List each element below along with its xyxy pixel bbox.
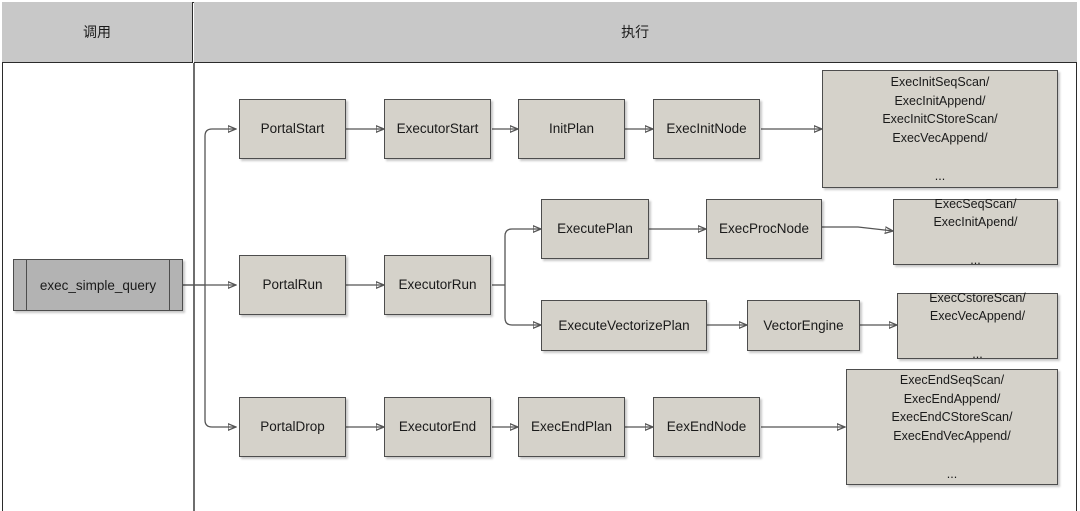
- node-exec-seqscan-variants[interactable]: ExecSeqScan/ ExecInitApend/ ...: [893, 197, 1058, 267]
- node-exec-end-variants[interactable]: ExecEndSeqScan/ ExecEndAppend/ ExecEndCS…: [846, 369, 1058, 485]
- node-eexendnode[interactable]: EexEndNode: [653, 397, 760, 457]
- node-executorrun[interactable]: ExecutorRun: [384, 255, 491, 315]
- lane-divider: [193, 63, 195, 511]
- node-executevectorizeplan[interactable]: ExecuteVectorizePlan: [541, 300, 707, 351]
- node-executeplan[interactable]: ExecutePlan: [541, 199, 649, 259]
- node-label: exec_simple_query: [39, 277, 157, 293]
- node-portalstart[interactable]: PortalStart: [239, 99, 346, 159]
- node-execinitnode[interactable]: ExecInitNode: [653, 99, 760, 159]
- node-executorstart[interactable]: ExecutorStart: [384, 99, 491, 159]
- node-portalrun[interactable]: PortalRun: [239, 255, 346, 315]
- node-portaldrop[interactable]: PortalDrop: [239, 397, 346, 457]
- lane-header-call: 调用: [2, 2, 193, 63]
- node-vectorengine[interactable]: VectorEngine: [747, 300, 860, 351]
- node-initplan[interactable]: InitPlan: [518, 99, 625, 159]
- lane-header-execute: 执行: [193, 2, 1077, 63]
- node-execprocnode[interactable]: ExecProcNode: [706, 199, 822, 259]
- node-executorend[interactable]: ExecutorEnd: [384, 397, 491, 457]
- node-exec-simple-query[interactable]: exec_simple_query: [13, 259, 183, 311]
- node-execendplan[interactable]: ExecEndPlan: [518, 397, 625, 457]
- node-exec-init-variants[interactable]: ExecInitSeqScan/ ExecInitAppend/ ExecIni…: [822, 70, 1058, 188]
- node-exec-cstorescan-variants[interactable]: ExecCstoreScan/ ExecVecAppend/ ...: [897, 291, 1058, 361]
